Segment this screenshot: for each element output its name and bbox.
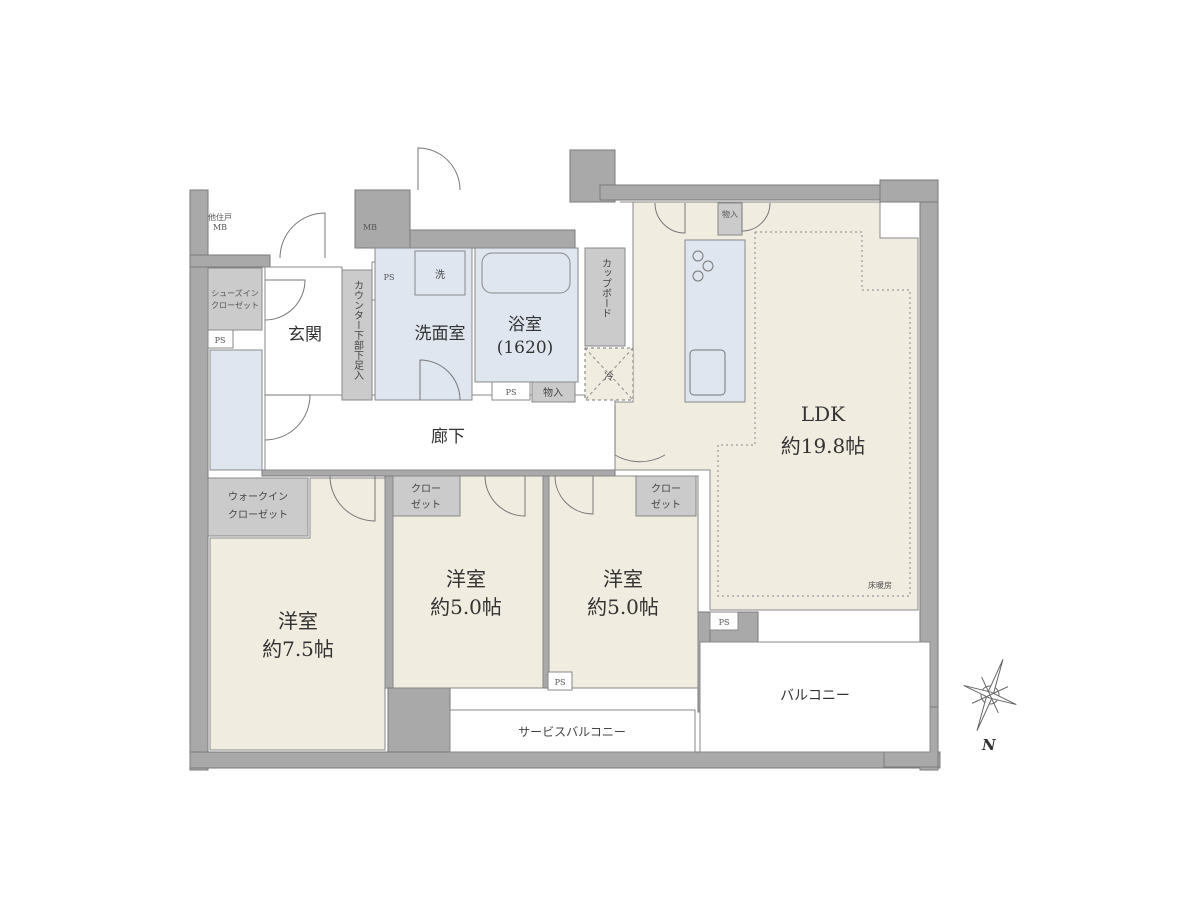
other-mb-label-2: MB [213,223,227,232]
closet-right[interactable] [635,475,697,517]
kitchen-counter [684,239,746,403]
bedroom-mid-size: 約5.0帖 [430,595,502,619]
corridor [264,394,616,471]
ps-label: PS [384,273,395,282]
walls [189,149,941,771]
toilet [209,349,263,471]
walkin-closet-label-2: クローゼット [228,509,288,521]
ps-label: PS [506,388,517,397]
compass-icon [963,659,1017,731]
washroom-label: 洗面室 [415,324,466,344]
ps-label: PS [215,336,226,345]
mb-label: MB [363,223,377,232]
service-balcony-label: サービスバルコニー [518,725,626,739]
bedroom-large-size: 約7.5帖 [262,637,334,661]
closet-right-label-1: クロー [651,483,681,495]
ps-box [547,671,573,691]
entrance-label: 玄関 [288,325,322,345]
storage-kitchen-label: 物入 [722,209,738,219]
bedroom-right-name: 洋室 [603,567,643,591]
corridor-label: 廊下 [431,427,465,447]
closet-mid-label-2: ゼット [411,499,441,511]
closet-mid[interactable] [392,475,461,517]
balcony [699,641,931,753]
ps-box [207,329,234,349]
bathroom-size: (1620) [497,338,554,358]
bedroom-large-name: 洋室 [278,609,318,633]
ps-box [709,611,739,631]
service-balcony [449,709,696,753]
cupboard[interactable] [584,247,626,347]
walkin-closet-label-1: ウォークイン [228,491,288,503]
ps-label: PS [555,678,566,687]
storage-hall-label: 物入 [543,386,563,399]
closet-mid-label-1: クロー [411,483,441,495]
door-swings [264,147,771,522]
shoes-closet-label-1: シューズイン [211,288,259,298]
counter-label: カウンター下部下足入 [352,280,364,380]
bathroom-name: 浴室 [508,315,542,335]
counter-storage[interactable] [341,269,373,401]
bathtub [481,252,571,294]
bedroom-large [209,477,386,751]
bedroom-right-size: 約5.0帖 [587,595,659,619]
bedroom-mid-name: 洋室 [446,567,486,591]
washer-label: 洗 [435,269,445,281]
closet-right-label-2: ゼット [651,499,681,511]
room-labels: LDK 約19.8帖 床暖房 洋室 約7.5帖 洋室 約5.0帖 洋室 約5.0… [208,209,892,739]
vent-shaft [584,347,634,401]
other-mb-label-1: 他住戸 [208,212,232,222]
washing-machine [414,250,466,296]
storage-hall[interactable] [531,381,576,403]
shoes-closet[interactable] [207,267,263,331]
walkin-closet[interactable] [207,477,309,537]
balcony-label: バルコニー [780,688,850,704]
ldk-name: LDK [801,402,846,426]
ldk-size: 約19.8帖 [781,434,866,458]
floor-heating-area [717,231,911,597]
storage-kitchen[interactable] [717,202,743,236]
north-label: N [981,736,997,754]
ps-label: PS [719,618,730,627]
cupboard-label: カップボード [600,258,612,318]
entrance [264,266,343,396]
floor-heating-label: 床暖房 [868,580,892,590]
ps-box [491,381,531,401]
vent-label: 冷 [604,370,614,383]
shoes-closet-label-2: クローゼット [211,300,259,310]
